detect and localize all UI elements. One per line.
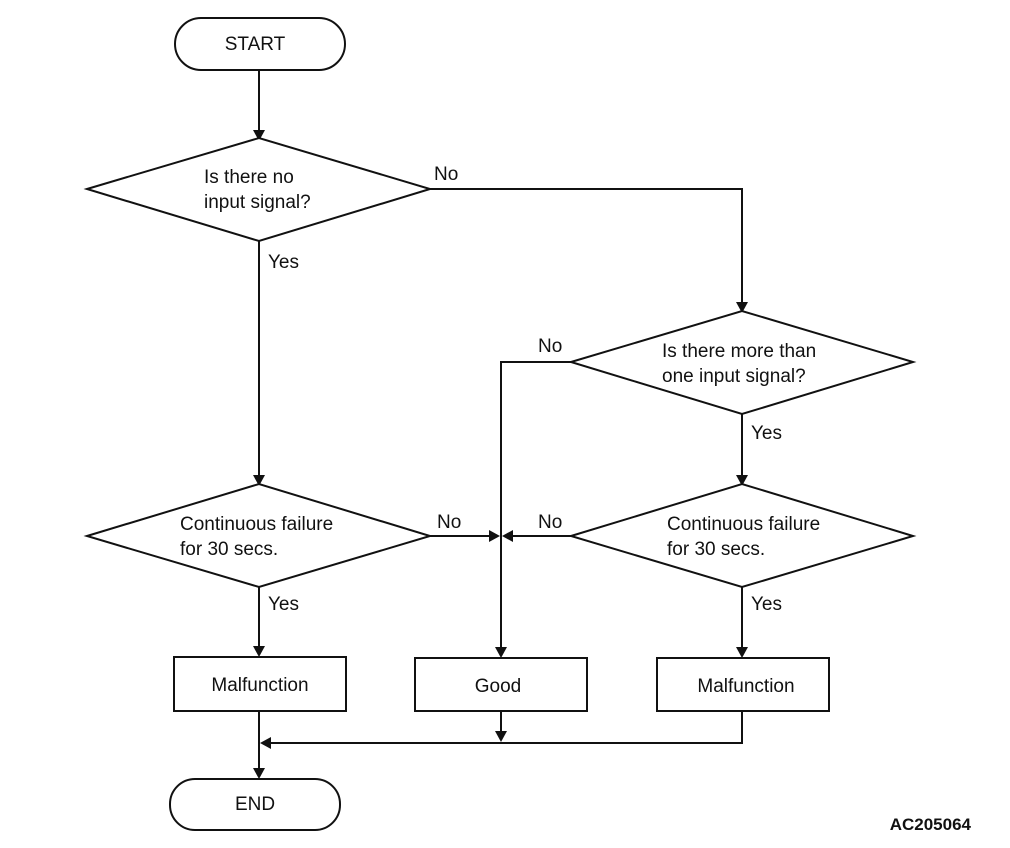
branch-labels: No Yes No Yes No No Yes Yes — [268, 164, 782, 615]
decision-failure-left-line-1: Continuous failure — [180, 514, 333, 535]
label-failure-right-yes: Yes — [751, 594, 782, 615]
start-label: START — [225, 34, 286, 55]
decision-no-input-signal: Is there no input signal? — [83, 136, 434, 243]
box-malfunction-left: Malfunction — [173, 656, 347, 712]
arrowhead — [253, 646, 265, 657]
decision-more-than-one-line-2: one input signal? — [662, 366, 806, 387]
arrowhead — [736, 647, 748, 658]
arrowhead — [253, 768, 265, 779]
malfunction-right-label: Malfunction — [697, 676, 794, 697]
start-terminal: START — [174, 17, 346, 71]
decision-failure-right-line-2: for 30 secs. — [667, 539, 765, 560]
arrowhead — [502, 530, 513, 542]
decision-continuous-failure-left: Continuous failure for 30 secs. — [83, 482, 434, 589]
connector-no-input-no — [430, 188, 743, 302]
arrowhead — [736, 302, 748, 313]
label-more-than-one-no: No — [538, 336, 562, 357]
decision-failure-left-line-2: for 30 secs. — [180, 539, 278, 560]
label-no-input-yes: Yes — [268, 252, 299, 273]
connectors — [253, 70, 748, 779]
decision-no-input-line-2: input signal? — [204, 192, 311, 213]
arrowhead — [736, 475, 748, 486]
malfunction-left-label: Malfunction — [211, 675, 308, 696]
label-no-input-no: No — [434, 164, 458, 185]
box-malfunction-right: Malfunction — [656, 657, 830, 712]
good-label: Good — [475, 676, 521, 697]
arrowhead — [495, 731, 507, 742]
label-more-than-one-yes: Yes — [751, 423, 782, 444]
arrowhead — [253, 130, 265, 141]
end-label: END — [235, 794, 275, 815]
label-failure-right-no: No — [538, 512, 562, 533]
label-failure-left-yes: Yes — [268, 594, 299, 615]
box-good: Good — [414, 657, 588, 712]
label-failure-left-no: No — [437, 512, 461, 533]
arrowhead — [253, 475, 265, 486]
decision-more-than-one-signal: Is there more than one input signal? — [567, 309, 917, 416]
decision-no-input-line-1: Is there no — [204, 167, 294, 188]
connector-malfunction-right-merge — [271, 711, 743, 744]
figure-id: AC205064 — [890, 815, 972, 834]
decision-more-than-one-line-1: Is there more than — [662, 341, 816, 362]
arrowhead — [495, 647, 507, 658]
decision-failure-right-line-1: Continuous failure — [667, 514, 820, 535]
end-terminal: END — [169, 778, 341, 831]
decision-continuous-failure-right: Continuous failure for 30 secs. — [567, 482, 917, 589]
arrowhead — [260, 737, 271, 749]
arrowhead — [489, 530, 500, 542]
connector-more-than-one-no — [500, 361, 571, 647]
